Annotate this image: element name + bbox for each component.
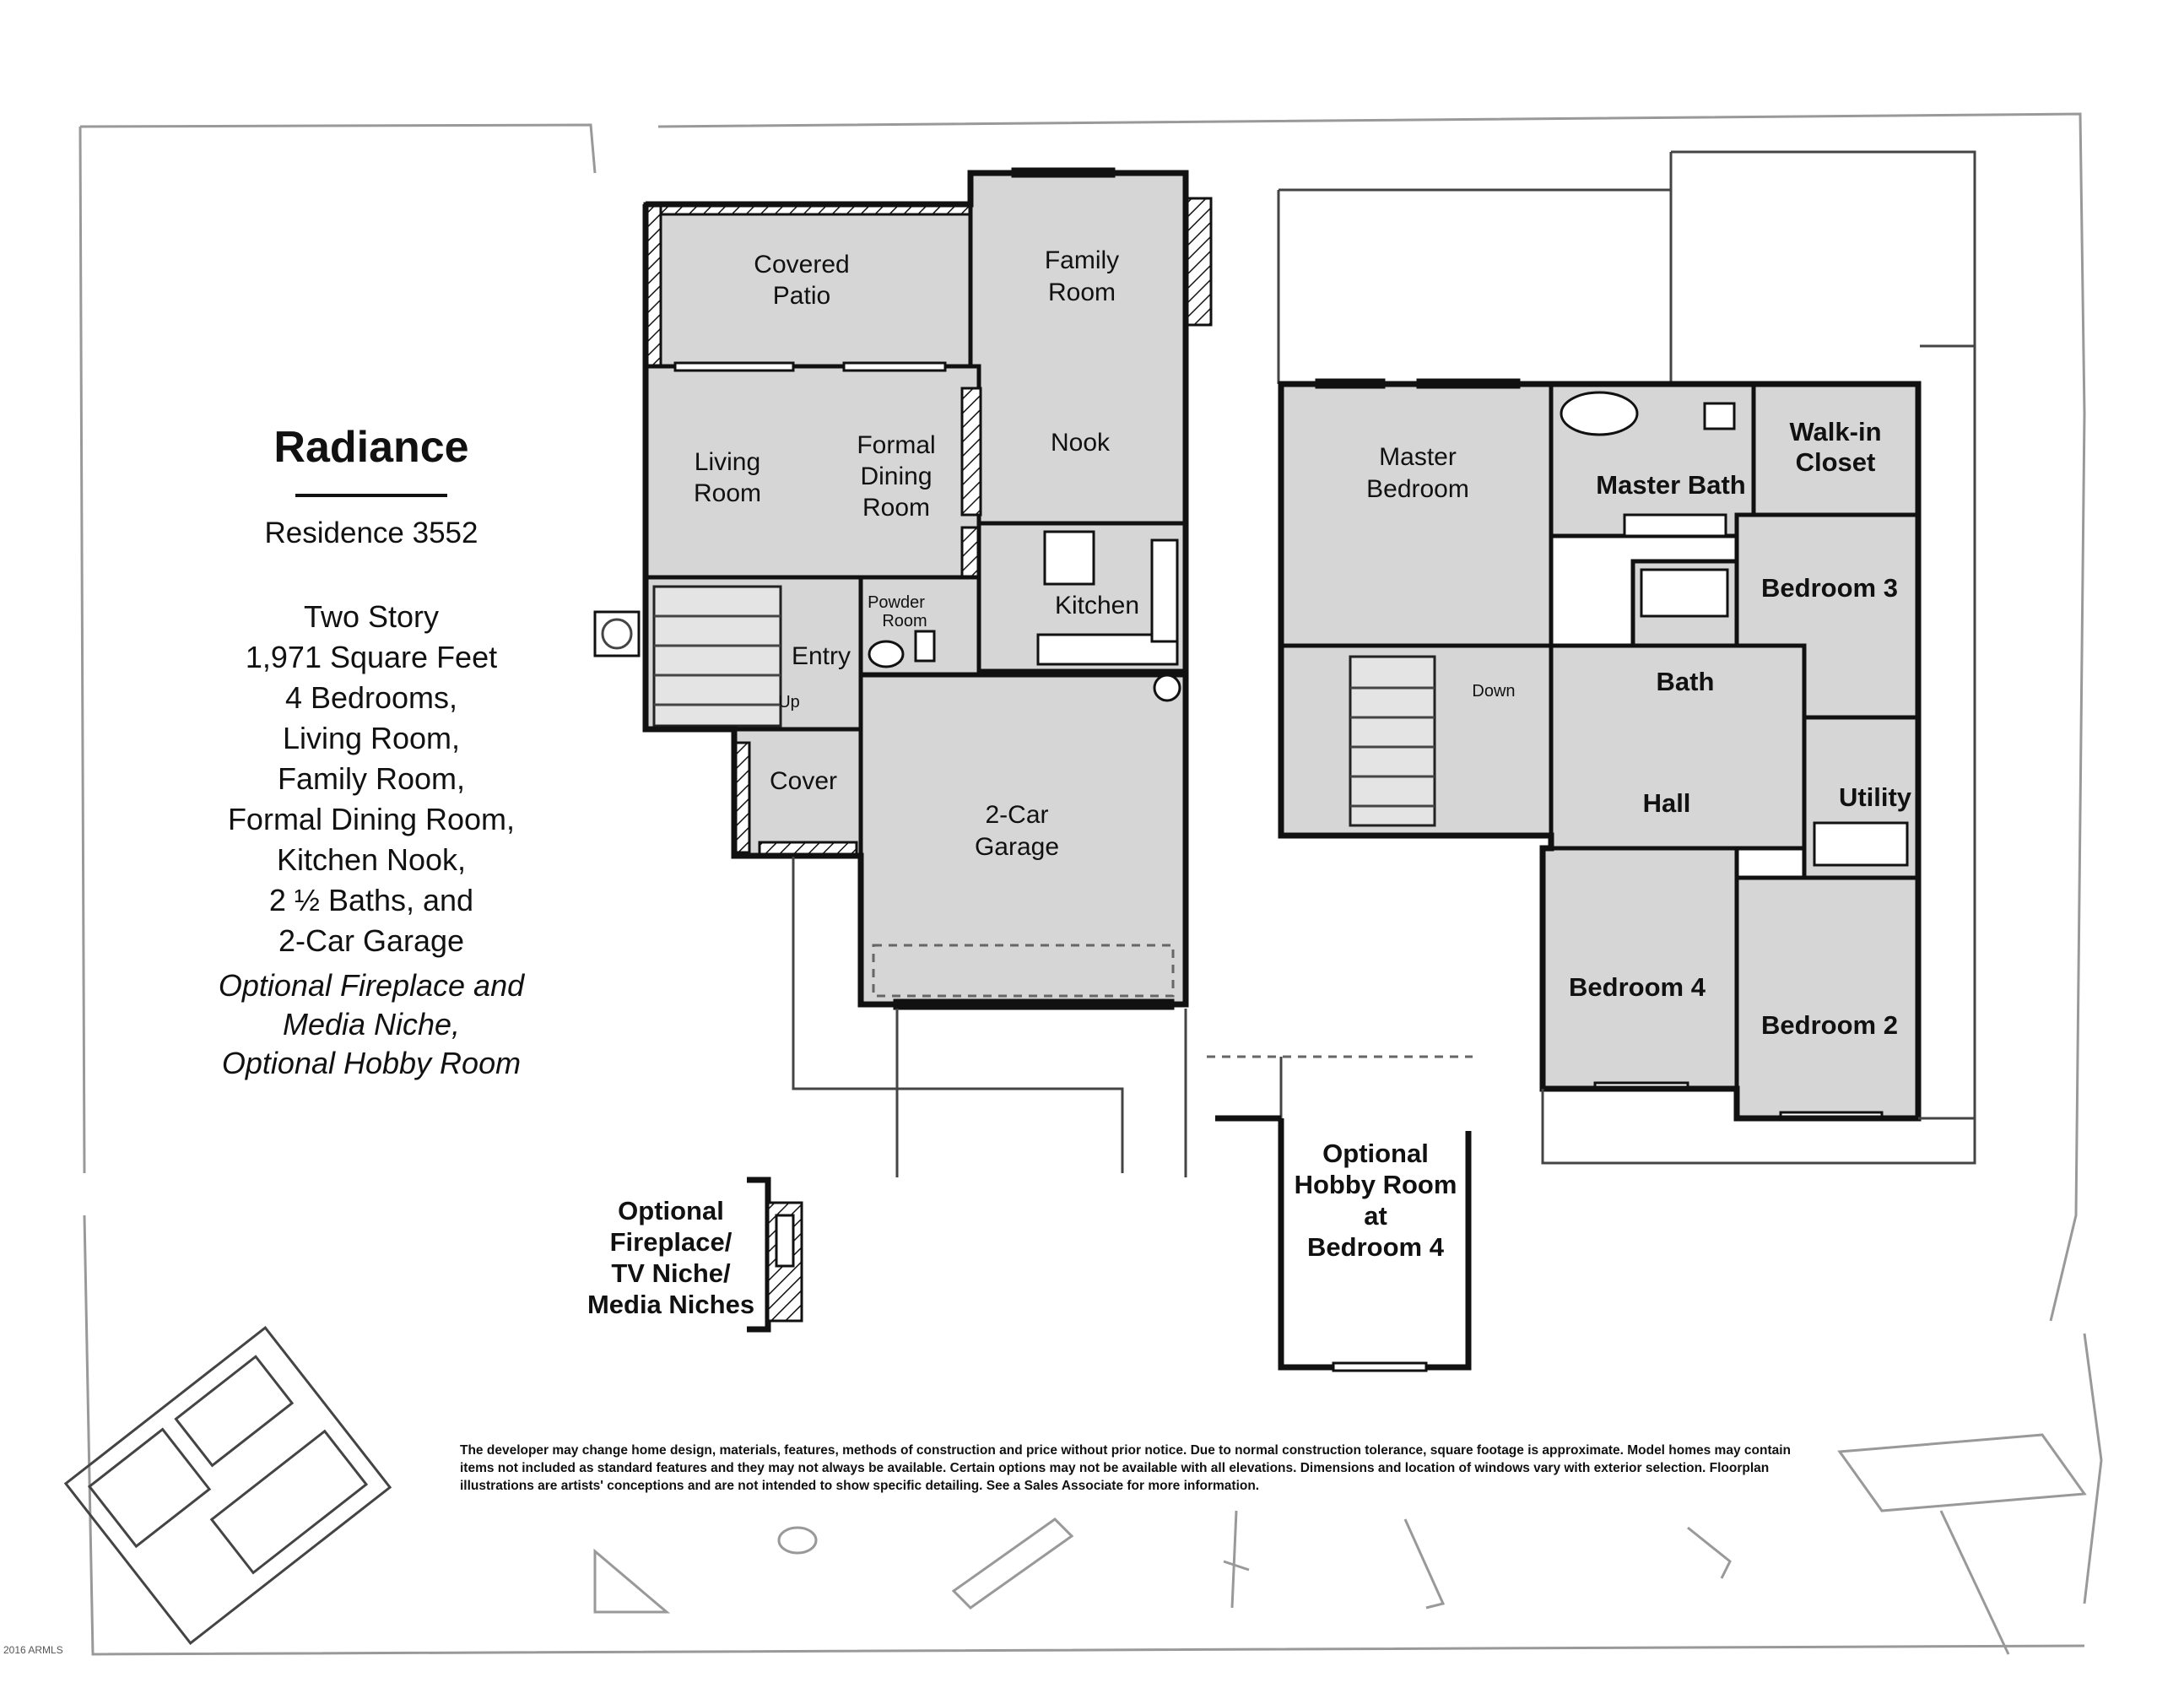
label-living-room-2: Room [694,479,761,507]
feature-line: 4 Bedrooms, [284,680,458,715]
label-hobby-room-4: Bedroom 4 [1307,1232,1445,1262]
option-line: Media Niche, [282,1007,461,1041]
label-powder-room-1: Powder [868,593,925,612]
legal-disclaimer: The developer may change home design, ma… [460,1443,1792,1493]
label-powder-room-2: Room [882,612,927,630]
hobby-room-detail [1207,1055,1473,1372]
plan-title: Radiance [273,423,469,472]
bedroom-2 [1734,875,1921,1121]
plan-features-list: Two Story 1,971 Square Feet 4 Bedrooms, … [181,597,561,961]
label-bath: Bath [1657,667,1715,696]
feature-line: Living Room, [282,721,461,755]
label-walk-in-closet-2: Closet [1796,447,1876,477]
label-family-room-2: Room [1048,279,1116,306]
label-formal-dining-2: Dining [860,463,932,490]
label-fireplace-2: Fireplace/ [610,1227,733,1257]
label-covered-patio-1: Covered [754,251,849,279]
master-bedroom [1279,381,1554,648]
label-kitchen: Kitchen [1055,592,1139,619]
label-bedroom-4: Bedroom 4 [1569,972,1706,1002]
bedroom-4 [1540,846,1739,1091]
first-floor-stairs [652,585,782,728]
plan-subtitle: Residence 3552 [264,517,478,549]
label-master-bath: Master Bath [1596,470,1745,500]
label-master-bedroom-2: Bedroom [1366,475,1469,503]
drafting-tools-sketch [593,1433,2087,1655]
second-floor-plan [1277,150,1976,1165]
second-floor-stairs [1349,655,1436,827]
label-nook: Nook [1051,429,1111,457]
label-entry: Entry [792,642,851,670]
label-formal-dining-3: Room [862,494,930,522]
label-living-room-1: Living [695,448,760,476]
feature-line: Formal Dining Room, [227,802,516,836]
label-up: Up [778,693,800,711]
label-bedroom-3: Bedroom 3 [1761,573,1898,603]
feature-line: 1,971 Square Feet [245,640,498,674]
label-garage-2: Garage [975,833,1059,861]
label-down: Down [1472,682,1515,701]
label-fireplace-4: Media Niches [587,1290,754,1319]
feature-line: 2-Car Garage [278,923,465,958]
title-divider [295,494,447,497]
room-labels: Covered Patio Family Room Living Room Fo… [587,246,1912,1319]
feature-line: Kitchen Nook, [276,842,467,877]
label-hobby-room-1: Optional [1322,1139,1429,1168]
label-hobby-room-2: Hobby Room [1295,1170,1457,1199]
sketch-border [78,112,2103,1656]
label-walk-in-closet-1: Walk-in [1789,417,1881,446]
label-family-room-1: Family [1045,246,1119,274]
feature-line: 2 ½ Baths, and [268,883,474,917]
option-line: Optional Hobby Room [221,1046,522,1080]
label-fireplace-3: TV Niche/ [611,1258,731,1288]
option-line: Optional Fireplace and [218,968,525,1003]
garage-room [858,673,1188,1007]
feature-line: Two Story [303,599,440,634]
copyright-mark: 2016 ARMLS [3,1644,63,1656]
label-hobby-room-3: at [1364,1201,1387,1231]
fireplace-niche-detail [747,1177,803,1333]
label-fireplace-1: Optional [618,1196,724,1225]
label-garage-1: 2-Car [985,801,1048,829]
first-floor-plan [593,167,1213,1177]
feature-line: Family Room, [277,761,466,796]
label-master-bedroom-1: Master [1379,443,1457,471]
label-covered-patio-2: Patio [773,282,830,310]
label-hall: Hall [1643,788,1691,818]
label-cover: Cover [770,767,837,795]
label-formal-dining-1: Formal [857,431,935,459]
cover-porch [732,727,863,858]
inset-plan-sketch [63,1325,392,1646]
label-bedroom-2: Bedroom 2 [1761,1010,1898,1040]
label-utility: Utility [1839,782,1912,812]
plan-options-list: Optional Fireplace and Media Niche, Opti… [181,966,561,1083]
